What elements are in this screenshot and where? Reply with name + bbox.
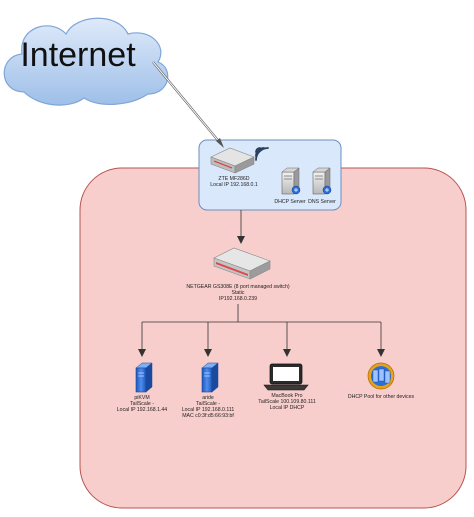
macbook-laptop-icon bbox=[263, 363, 309, 391]
switch-device-links bbox=[138, 304, 385, 357]
dns-server-label: DNS Server bbox=[308, 199, 336, 205]
dhcp-pool-icon bbox=[367, 362, 395, 390]
switch-label-line3: IP192.168.0.239 bbox=[219, 296, 257, 302]
pikvm-label-line1: piKVM bbox=[134, 395, 149, 401]
pikvm-label-line2: TailScale - bbox=[130, 401, 154, 407]
pikvm-label-line3: Local IP 192.168.1.44 bbox=[117, 407, 167, 413]
internet-link bbox=[152, 61, 224, 148]
macbook-label-line3: Local IP DHCP bbox=[270, 405, 305, 411]
switch-label-line1: NETGEAR GS308E (8 port managed switch) bbox=[186, 284, 289, 290]
pikvm-server-icon bbox=[135, 362, 153, 393]
router-label-line2: Local IP 192.168.0.1 bbox=[210, 182, 258, 188]
internet-label: Internet bbox=[20, 36, 136, 74]
wifi-icon bbox=[255, 147, 269, 161]
macbook-label-line1: MacBook Pro bbox=[271, 393, 302, 399]
dhcp-server-label: DHCP Server bbox=[274, 199, 306, 205]
aride-label-line2: TailScale - bbox=[196, 401, 220, 407]
router-icon bbox=[210, 147, 255, 174]
router-label-line1: ZTE MF286D bbox=[218, 176, 249, 182]
switch-icon bbox=[213, 247, 271, 280]
macbook-label-line2: TailScale 100.109.80.111 bbox=[258, 399, 316, 405]
dhcp-server-icon bbox=[281, 167, 301, 195]
dhcp-pool-label: DHCP Pool for other devices bbox=[348, 394, 415, 400]
aride-label-line1: aride bbox=[202, 395, 214, 401]
aride-label-line3: Local IP 192.168.0.111 bbox=[182, 407, 235, 413]
switch-label-line2: Static bbox=[232, 290, 245, 296]
aride-label-line4: MAC c0:3f:d5:66:93:bf bbox=[182, 413, 234, 419]
lan-zone bbox=[79, 167, 467, 509]
dns-server-icon bbox=[312, 167, 332, 195]
aride-server-icon bbox=[201, 362, 219, 393]
internet-cloud: Internet bbox=[3, 17, 169, 106]
